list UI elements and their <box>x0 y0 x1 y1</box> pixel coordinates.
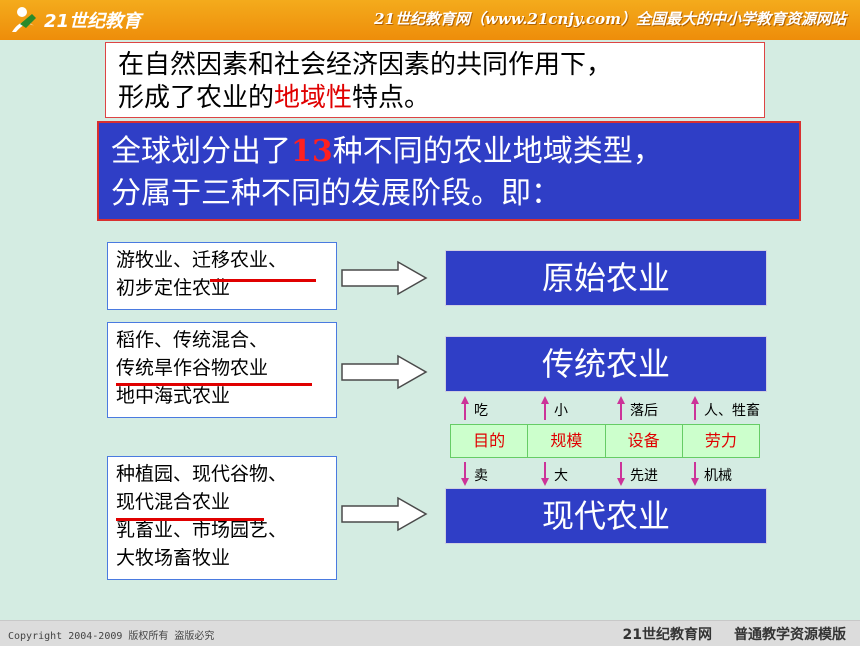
underline-mark <box>116 383 312 386</box>
summary-line-2: 分属于三种不同的发展阶段。即： <box>111 176 561 211</box>
footer-site-name: 21世纪教育网 <box>622 627 712 643</box>
down-arrow-icon <box>691 462 699 486</box>
right-arrow-icon <box>341 496 428 532</box>
right-arrow-icon <box>341 354 428 390</box>
logo-text: 21世纪教育 <box>44 11 144 32</box>
modern-equipment: 先进 <box>630 468 658 484</box>
modern-scale: 大 <box>554 468 568 484</box>
header-bar: 21世纪教育 21世纪教育网（www.21cnjy.com）全国最大的中小学教育… <box>0 0 860 40</box>
header-slogan: 21世纪教育网（www.21cnjy.com）全国最大的中小学教育资源网站 <box>374 10 846 28</box>
intro-box: 在自然因素和社会经济因素的共同作用下， 形成了农业的地域性特点。 <box>105 42 765 118</box>
logo-21cnjy: 21世纪教育 <box>12 7 144 32</box>
stage-modern: 现代农业 <box>445 488 767 544</box>
stage-primitive: 原始农业 <box>445 250 767 306</box>
up-arrow-icon <box>617 396 625 420</box>
intro-highlight: 地域性 <box>274 83 353 113</box>
down-arrow-icon <box>461 462 469 486</box>
underline-mark <box>210 279 316 282</box>
list-item: 乳畜业、市场园艺、 <box>116 519 288 541</box>
primitive-types-box: 游牧业、迁移农业、 初步定住农业 <box>107 242 337 310</box>
footer-bar: Copyright 2004-2009 版权所有 盗版必究 21世纪教育网 普通教… <box>0 620 860 646</box>
traditional-purpose: 吃 <box>474 403 488 419</box>
summary-line-1-start: 全球划分出了 <box>111 134 291 169</box>
traditional-equipment: 落后 <box>630 403 658 419</box>
list-item: 游牧业、迁移农业、 <box>116 249 288 271</box>
list-item: 初步定住农业 <box>116 277 231 299</box>
criteria-row: 目的 规模 设备 劳力 <box>450 424 760 458</box>
list-item: 现代混合农业 <box>116 491 231 513</box>
down-arrow-icon <box>617 462 625 486</box>
summary-text: 全球划分出了13种不同的农业地域类型， 分属于三种不同的发展阶段。即： <box>111 131 663 215</box>
intro-line-2-end: 特点。 <box>352 83 431 113</box>
list-item: 大牧场畜牧业 <box>116 547 231 569</box>
up-arrow-icon <box>691 396 699 420</box>
intro-line-1: 在自然因素和社会经济因素的共同作用下， <box>118 50 613 80</box>
right-arrow-icon <box>341 260 428 296</box>
criteria-scale: 规模 <box>528 425 606 457</box>
footer-template-name: 普通教学资源模版 <box>734 627 846 643</box>
down-arrow-icon <box>541 462 549 486</box>
summary-line-1-end: 种不同的农业地域类型， <box>332 134 663 169</box>
traditional-scale: 小 <box>554 403 568 419</box>
list-item: 传统旱作谷物农业 <box>116 357 269 379</box>
intro-text: 在自然因素和社会经济因素的共同作用下， 形成了农业的地域性特点。 <box>118 49 612 115</box>
modern-labor: 机械 <box>704 468 732 484</box>
stage-traditional: 传统农业 <box>445 336 767 392</box>
intro-line-2-start: 形成了农业的 <box>118 83 275 113</box>
up-arrow-icon <box>461 396 469 420</box>
list-item: 地中海式农业 <box>116 385 231 407</box>
list-item: 种植园、现代谷物、 <box>116 463 288 485</box>
criteria-labor: 劳力 <box>704 431 737 450</box>
summary-band: 全球划分出了13种不同的农业地域类型， 分属于三种不同的发展阶段。即： <box>97 121 801 221</box>
underline-mark <box>116 518 264 521</box>
criteria-equipment: 设备 <box>606 425 683 457</box>
criteria-purpose: 目的 <box>451 425 529 457</box>
traditional-labor: 人、牲畜 <box>704 403 760 419</box>
traditional-types-box: 稻作、传统混合、 传统旱作谷物农业 地中海式农业 <box>107 322 337 418</box>
footer-brand: 21世纪教育网 普通教学资源模版 <box>601 624 846 644</box>
copyright-text: Copyright 2004-2009 版权所有 盗版必究 <box>8 631 215 642</box>
type-count: 13 <box>291 134 333 169</box>
modern-purpose: 卖 <box>474 468 488 484</box>
up-arrow-icon <box>541 396 549 420</box>
list-item: 稻作、传统混合、 <box>116 329 269 351</box>
